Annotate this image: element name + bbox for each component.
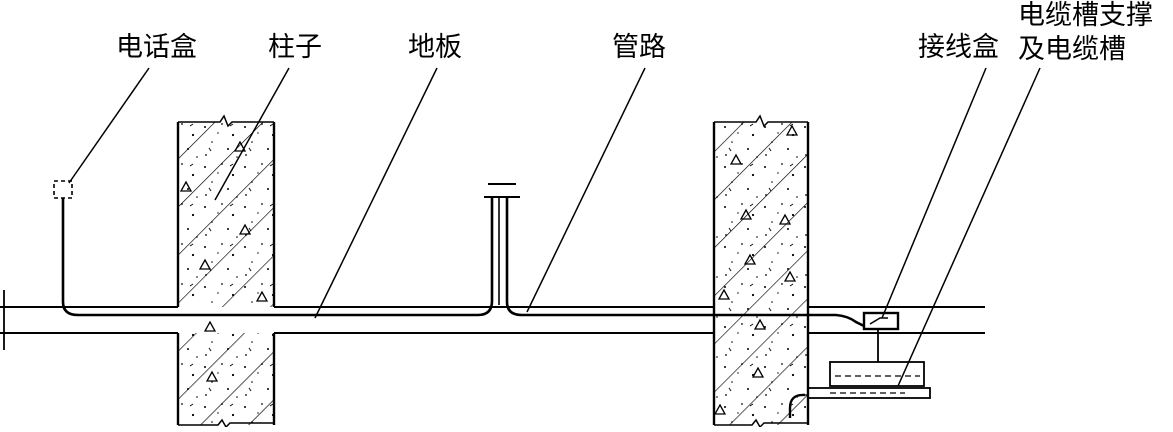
leader-lines — [68, 67, 1041, 387]
label-cable-tray-support-1: 电缆槽支撑 — [1018, 0, 1153, 31]
right-column — [712, 114, 810, 429]
floor-slab — [0, 290, 985, 350]
label-floor: 地板 — [408, 32, 462, 63]
label-conduit: 管路 — [612, 32, 666, 63]
floor-outlet — [484, 183, 520, 198]
junction-box — [862, 311, 900, 331]
conduit-pipes — [61, 197, 865, 418]
label-phone-box: 电话盒 — [116, 32, 197, 63]
cable-tray-support — [807, 329, 931, 399]
phone-box — [53, 180, 73, 199]
label-junction-box: 接线盒 — [918, 32, 999, 63]
right-column-triangles — [714, 124, 799, 415]
left-column — [176, 114, 276, 429]
left-column-triangles — [179, 140, 269, 382]
label-column: 柱子 — [268, 32, 322, 63]
label-cable-tray-support-2: 及电缆槽 — [1018, 34, 1126, 65]
